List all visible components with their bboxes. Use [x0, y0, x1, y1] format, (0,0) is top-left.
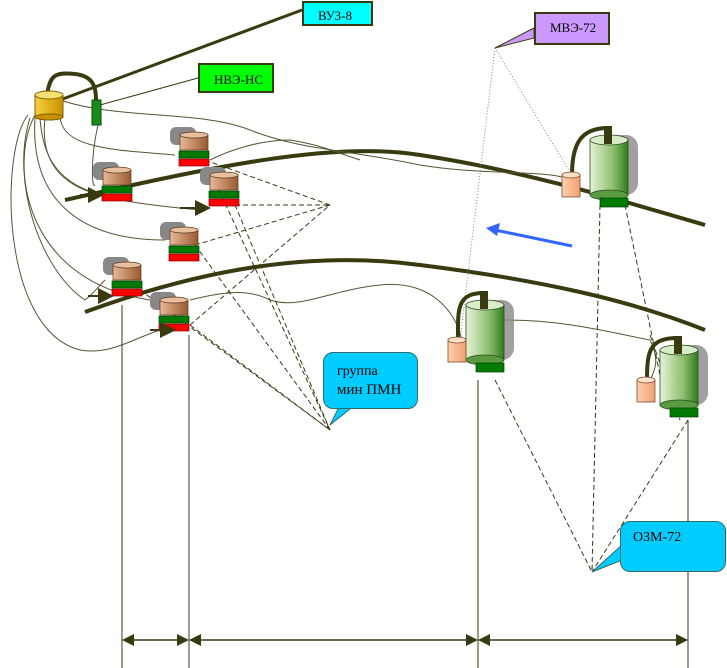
transmitter-icon [91, 99, 102, 126]
mve-dotted-lines [459, 47, 571, 341]
mve-72-label: МВЭ-72 [534, 12, 610, 45]
pmn-mine-icon [160, 222, 200, 262]
nve-leader-line [99, 77, 199, 106]
vuz-8-label: ВУЗ-8 [302, 1, 373, 26]
pmn-callout-line1: группа [337, 364, 378, 379]
ozm-72-callout: ОЗМ-72 [620, 521, 726, 572]
ozm-mine-icon [561, 126, 638, 208]
ozm-mine-icon [636, 336, 708, 418]
control-box-icon [34, 90, 64, 121]
ozm-target-lines [494, 204, 689, 573]
pmn-mine-icon [200, 167, 240, 207]
movement-direction-arrow [486, 223, 573, 248]
ozm-mine-icon [447, 291, 514, 373]
pmn-mine-icon [170, 127, 210, 167]
control-cable-loop [45, 71, 98, 101]
pmn-group-callout: группа мин ПМН [323, 352, 418, 409]
nve-ns-label: НВЭ-НС [198, 63, 274, 93]
pmn-mine-icon [150, 292, 190, 332]
pmn-mine-icon [103, 257, 143, 297]
mve-callout-tail [494, 27, 535, 49]
road-lower [84, 258, 706, 332]
pmn-callout-line2: мин ПМН [337, 382, 402, 398]
pmn-mine-icon [93, 162, 133, 202]
vuz-leader-line [59, 8, 303, 102]
wires [10, 99, 657, 381]
